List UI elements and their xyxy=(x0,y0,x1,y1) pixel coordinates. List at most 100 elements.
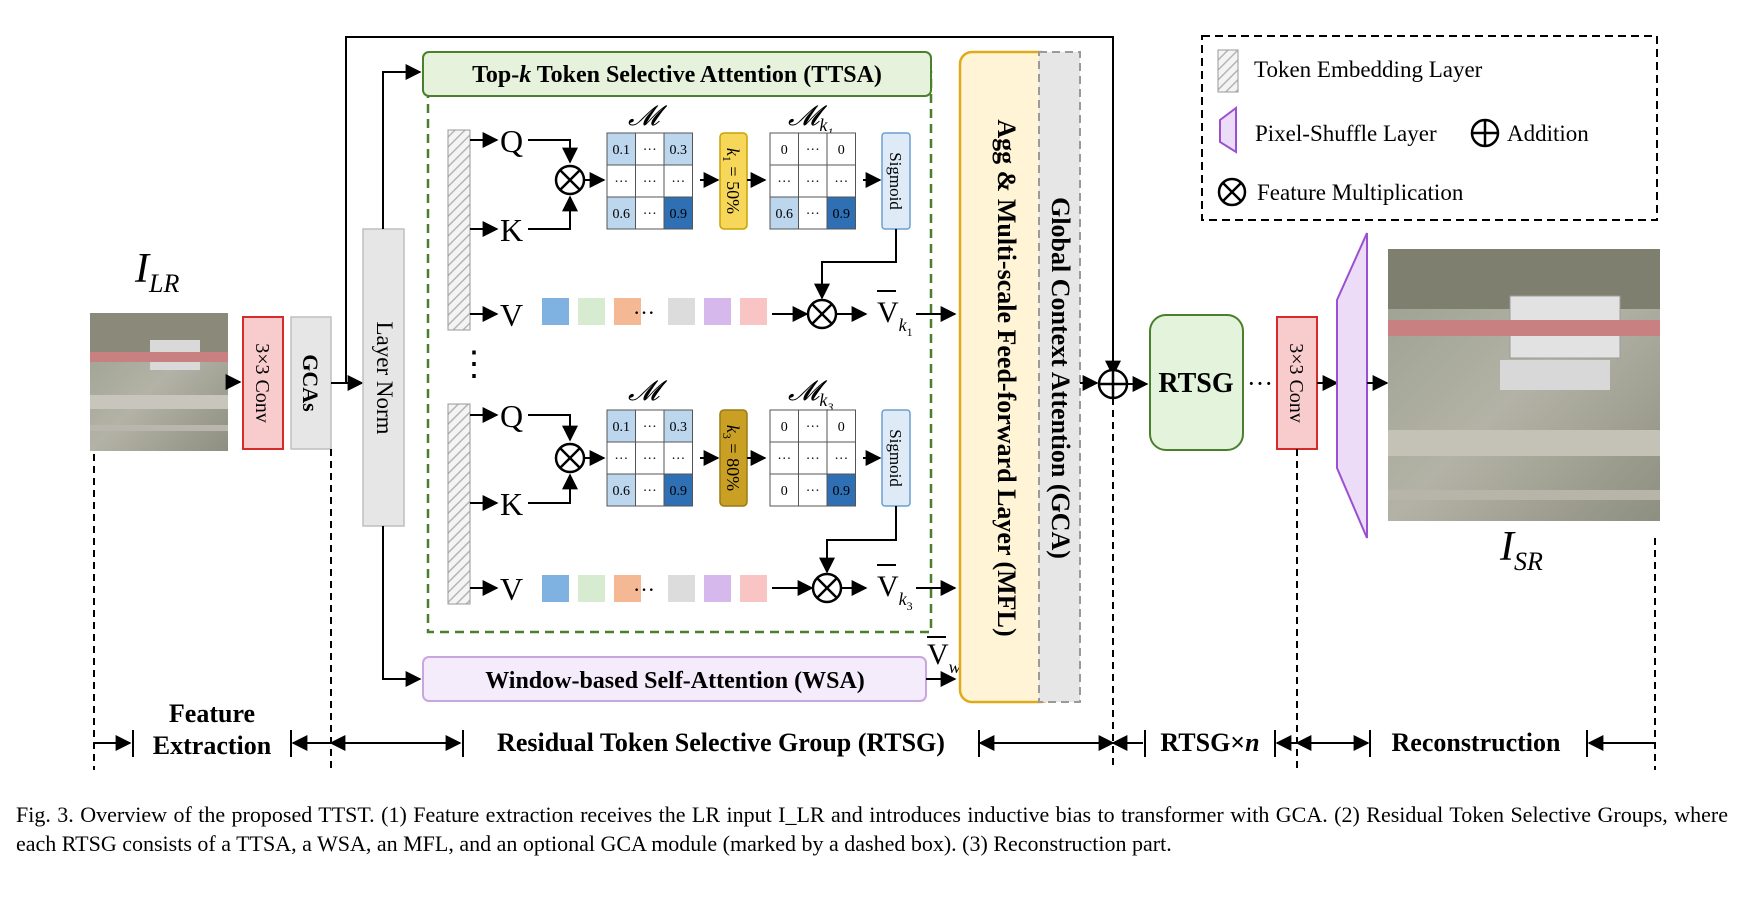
matrix-cell xyxy=(635,164,665,198)
mk-matrix: 0···0·········0.6···0.9 xyxy=(769,132,856,230)
matrix-cell xyxy=(663,164,693,198)
vertical-dots: ⋮ xyxy=(457,346,491,383)
matrix-cell-value: ··· xyxy=(806,420,820,435)
matrix-cell xyxy=(606,409,636,443)
residual-skip-line xyxy=(345,36,1121,383)
reconstruction-label: Reconstruction xyxy=(1392,728,1562,757)
input-lr-image xyxy=(90,313,228,451)
pixel-shuffle-legend-icon xyxy=(1219,106,1237,154)
matrix-cell-value: 0 xyxy=(781,484,788,499)
matrix-cell-value: ··· xyxy=(806,143,820,158)
matrix-cell xyxy=(826,196,856,230)
matrix-cell xyxy=(663,473,693,507)
matrix-cell-value: 0.6 xyxy=(613,484,631,499)
v-token-ellipsis: ··· xyxy=(633,300,655,325)
matrix-cell-value: ··· xyxy=(614,175,628,190)
matrix-cell xyxy=(798,196,828,230)
ttsa-title: Top-k Token Selective Attention (TTSA) xyxy=(472,62,882,88)
matrix-cell-value: ··· xyxy=(643,143,657,158)
v-token xyxy=(704,575,731,602)
section-arrows xyxy=(94,730,1655,757)
feature-multiplication-icon xyxy=(554,164,586,196)
matrix-cell-value: ··· xyxy=(614,452,628,467)
matrix-cell-value: ··· xyxy=(777,452,791,467)
matrix-cell-value: ··· xyxy=(806,207,820,222)
matrix-cell-value: 0.6 xyxy=(613,207,631,222)
matrix-cell-value: ··· xyxy=(777,175,791,190)
v-token xyxy=(740,575,767,602)
addition-icon xyxy=(1097,368,1129,400)
matrix-cell xyxy=(798,441,828,475)
vk3-label: Vk3 xyxy=(877,570,913,613)
mfl-label: Agg & Multi-scale Feed-forward Layer (MF… xyxy=(992,119,1021,636)
matrix-cell xyxy=(826,441,856,475)
matrix-cell xyxy=(826,409,856,443)
v-token xyxy=(542,575,569,602)
v-token xyxy=(578,298,605,325)
feature-multiplication-legend-icon xyxy=(1217,177,1247,207)
matrix-cell xyxy=(769,164,799,198)
feature-multiplication-icon xyxy=(811,572,843,604)
legend-token-embedding: Token Embedding Layer xyxy=(1254,57,1483,82)
matrix-cell-value: 0.3 xyxy=(670,420,688,435)
feature-extraction-label-2: Extraction xyxy=(153,731,272,760)
v-token xyxy=(668,575,695,602)
ttsa-title-box xyxy=(422,51,932,97)
matrix-cell-value: ··· xyxy=(834,175,848,190)
legend-box xyxy=(1201,35,1658,221)
matrix-cell xyxy=(769,473,799,507)
matrix-cell xyxy=(606,196,636,230)
matrix-cell-value: 0 xyxy=(781,420,788,435)
conv-3x3-label-right: 3×3 Conv xyxy=(1285,343,1307,423)
k3-ratio-label: k3 = 80% xyxy=(720,425,743,491)
matrix-cell-value: ··· xyxy=(671,175,685,190)
matrix-cell xyxy=(635,196,665,230)
mk-matrix: 0···0·········0···0.9 xyxy=(769,409,856,507)
matrix-cell xyxy=(663,196,693,230)
rtsg-full-label: Residual Token Selective Group (RTSG) xyxy=(497,728,945,757)
matrix-cell-value: 0.1 xyxy=(613,143,631,158)
rtsg-block xyxy=(1149,314,1244,451)
matrix-cell-value: 0.9 xyxy=(670,207,688,222)
m-matrix: 0.1···0.3·········0.6···0.9 xyxy=(606,132,693,230)
matrix-cell xyxy=(635,409,665,443)
layer-norm-label: Layer Norm xyxy=(372,321,397,434)
v-token xyxy=(614,298,641,325)
matrix-cell-value: ··· xyxy=(806,484,820,499)
gcas-block xyxy=(290,316,332,450)
addition-legend-icon xyxy=(1470,118,1500,148)
vw-label: Vw xyxy=(927,638,961,677)
matrix-cell-value: 0.3 xyxy=(670,143,688,158)
v-token xyxy=(740,298,767,325)
pixel-shuffle-layer xyxy=(1336,232,1368,539)
matrix-cell xyxy=(606,473,636,507)
matrix-cell-value: ··· xyxy=(806,175,820,190)
feature-multiplication-icon xyxy=(806,298,838,330)
matrix-cell-value: ··· xyxy=(671,452,685,467)
ttsa-branch-1: Q K V 𝓜 0.1···0.3·········0.6···0.9 k1 =… xyxy=(470,101,957,339)
conv-3x3-label-left: 3×3 Conv xyxy=(251,343,273,423)
token-embedding-layer-bottom xyxy=(447,403,471,605)
matrix-cell-value: ··· xyxy=(643,452,657,467)
caption-text: Fig. 3. Overview of the proposed TTST. (… xyxy=(16,802,1728,856)
v-token xyxy=(704,298,731,325)
v-label: V xyxy=(500,571,523,607)
v-token-row: ··· xyxy=(542,575,767,602)
feature-extraction-label-1: Feature xyxy=(169,699,255,728)
v-token-ellipsis: ··· xyxy=(633,577,655,602)
v-token xyxy=(614,575,641,602)
matrix-cell xyxy=(769,441,799,475)
k-label: K xyxy=(500,212,523,248)
m-matrix-label: 𝓜 xyxy=(628,376,668,407)
gcas-label: GCAs xyxy=(298,354,323,412)
matrix-cell-value: ··· xyxy=(834,452,848,467)
m-matrix: 0.1···0.3·········0.6···0.9 xyxy=(606,409,693,507)
q-label: Q xyxy=(500,123,523,159)
wsa-title: Window-based Self-Attention (WSA) xyxy=(485,668,865,694)
matrix-cell-value: ··· xyxy=(643,420,657,435)
v-token xyxy=(668,298,695,325)
section-divider-lines xyxy=(93,398,1656,770)
matrix-cell-value: ··· xyxy=(643,175,657,190)
rtsg-block-label: RTSG xyxy=(1158,368,1233,399)
sigmoid-label: Sigmoid xyxy=(886,152,905,210)
